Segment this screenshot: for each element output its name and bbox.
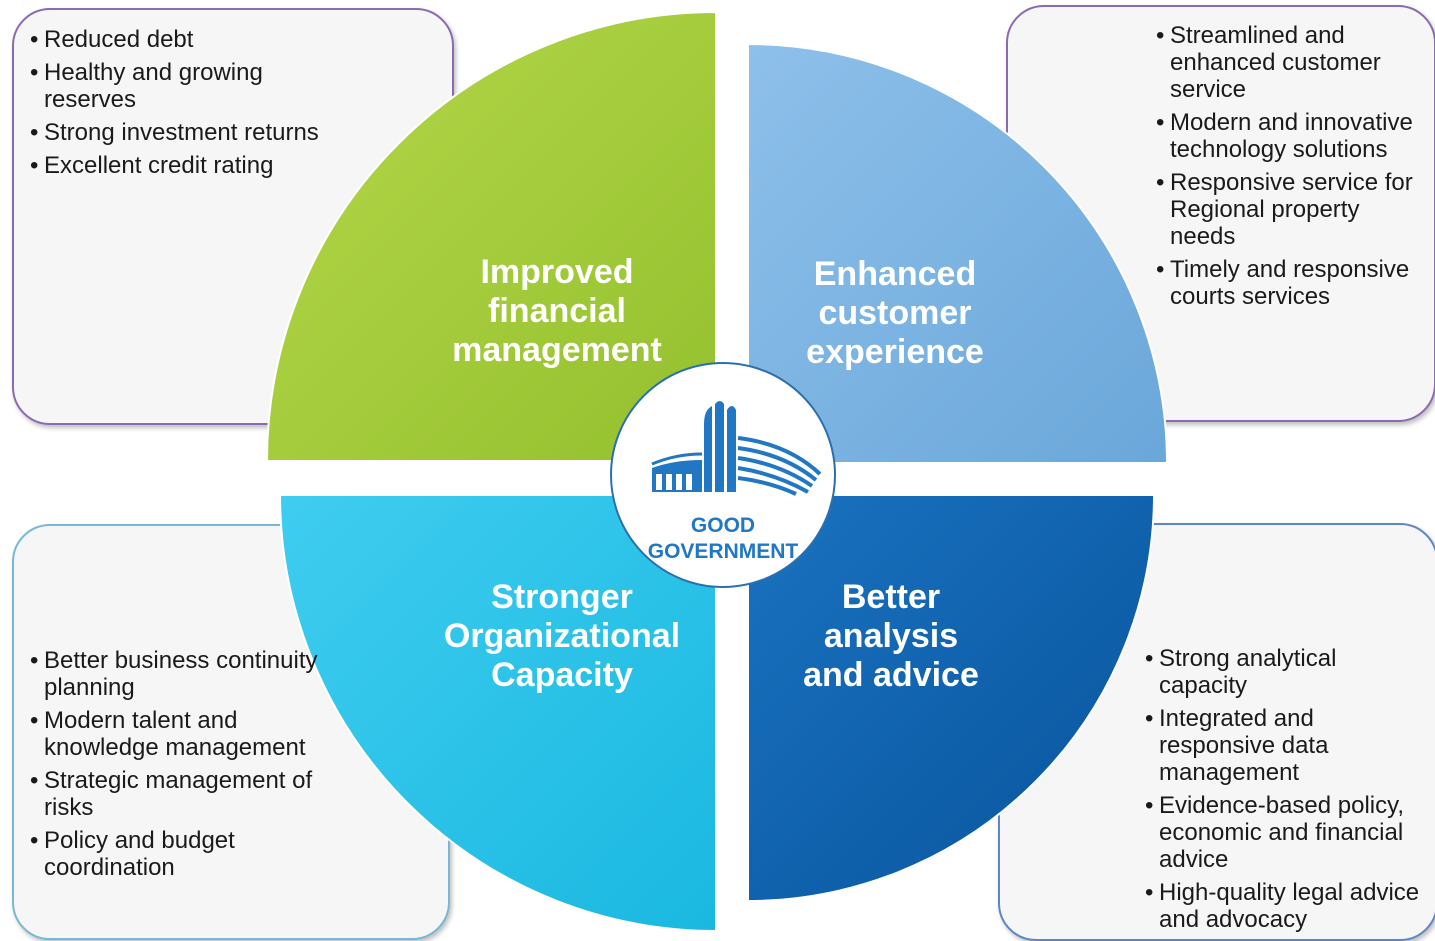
list-item: Excellent credit rating: [30, 152, 350, 179]
quadrant-organizational: [278, 494, 717, 933]
list-item: Modern talent and knowledge management: [30, 707, 330, 761]
label-analysis: Better analysis and advice: [803, 578, 979, 694]
list-item: Strong investment returns: [30, 119, 350, 146]
logo-text-government: GOVERNMENT: [647, 540, 799, 563]
list-item: Strategic management of risks: [30, 767, 330, 821]
list-item: Reduced debt: [30, 26, 350, 53]
list-item: Strong analytical capacity: [1145, 645, 1425, 699]
label-financial: Improved financial management: [452, 253, 662, 369]
list-item: Timely and responsive courts services: [1156, 256, 1431, 310]
quadrant-financial: [265, 10, 717, 462]
quadrant-customer: [747, 42, 1169, 464]
list-item: Evidence-based policy, economic and fina…: [1145, 792, 1425, 873]
list-item: Policy and budget coordination: [30, 827, 330, 881]
list-item: Responsive service for Regional property…: [1156, 169, 1431, 250]
label-customer: Enhanced customer experience: [806, 255, 984, 371]
list-analysis: Strong analytical capacity Integrated an…: [1145, 645, 1425, 939]
list-item: Better business continuity planning: [30, 647, 330, 701]
list-organizational: Better business continuity planning Mode…: [30, 647, 330, 887]
logo-text-good: GOOD: [690, 514, 756, 537]
building-icon: [651, 401, 822, 496]
good-government-logo: GOOD GOVERNMENT: [610, 362, 836, 588]
quadrant-analysis: [747, 494, 1156, 903]
label-organizational: Stronger Organizational Capacity: [443, 578, 681, 694]
list-financial: Reduced debt Healthy and growing reserve…: [30, 26, 350, 185]
list-item: High-quality legal advice and advocacy: [1145, 879, 1425, 933]
list-item: Modern and innovative technology solutio…: [1156, 109, 1431, 163]
list-item: Healthy and growing reserves: [30, 59, 350, 113]
list-customer: Streamlined and enhanced customer servic…: [1156, 22, 1431, 316]
list-item: Streamlined and enhanced customer servic…: [1156, 22, 1431, 103]
list-item: Integrated and responsive data managemen…: [1145, 705, 1425, 786]
